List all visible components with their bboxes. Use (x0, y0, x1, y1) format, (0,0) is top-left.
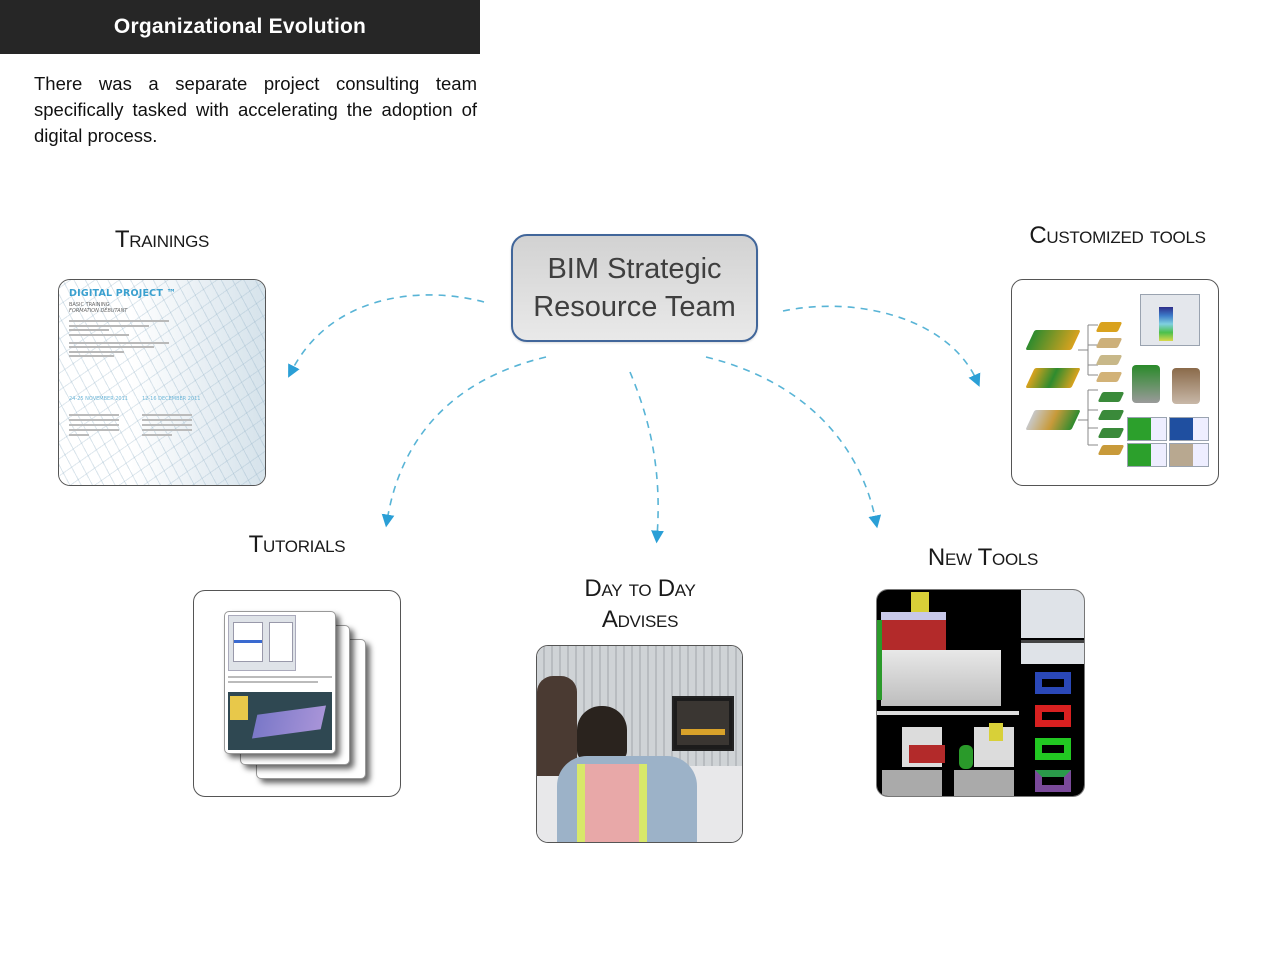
progress-panel (1021, 640, 1084, 664)
tree-connectors (1078, 324, 1098, 446)
flyer-text-lines-fr (69, 341, 169, 357)
flyer-date-1: 24-25 NOVEMBER 2011 (69, 396, 128, 402)
view-bottom-right (949, 715, 1019, 796)
variant-thumbnail (1097, 428, 1125, 438)
bim-strategic-resource-team-node: BIM Strategic Resource Team (511, 234, 758, 342)
variant-thumbnail (1097, 445, 1125, 455)
blue-view (1035, 672, 1071, 694)
trainings-flyer-image: DIGITAL PROJECT ™ BASIC TRAINING FORMATI… (58, 279, 266, 486)
view-bottom-left (877, 715, 947, 796)
arrow-to-customized-tools (782, 305, 981, 387)
arrow-to-tutorials (381, 356, 547, 528)
flyer-text-lines (69, 320, 169, 336)
analysis-thumbnail (1127, 443, 1167, 467)
flyer-calendar-2 (141, 414, 192, 436)
settings-dialog-thumbnail (1140, 294, 1200, 346)
red-view (1035, 705, 1071, 727)
variant-thumbnail (1095, 338, 1123, 348)
person-left (537, 676, 577, 776)
variant-thumbnail (1095, 355, 1123, 365)
new-tools-label: New Tools (927, 544, 1039, 571)
model-thumbnail (1025, 368, 1081, 388)
day-to-day-label: Day to Day Advises (565, 573, 715, 635)
day-to-day-photo (536, 645, 743, 843)
slide-title: Organizational Evolution (113, 15, 367, 38)
arrow-to-new-tools (705, 356, 882, 529)
center-node-line-2: Resource Team (533, 291, 736, 323)
analysis-thumbnail (1169, 417, 1209, 441)
dialog-panel (1021, 590, 1084, 638)
main-3d-view (877, 590, 1019, 708)
arrow-to-trainings (288, 294, 485, 378)
combined-view (1035, 770, 1071, 792)
variant-thumbnail (1095, 372, 1123, 382)
flyer-calendar-1 (69, 414, 119, 436)
trainings-label: Trainings (114, 226, 210, 253)
new-tools-image (876, 589, 1085, 797)
model-3d-brown (1172, 368, 1200, 404)
person-shirt (557, 756, 697, 842)
variant-thumbnail (1095, 322, 1123, 332)
flyer-title: DIGITAL PROJECT ™ (69, 288, 177, 299)
green-view (1035, 738, 1071, 760)
flyer-subtitle-2: FORMATION DÉBUTANT (69, 308, 128, 314)
variant-thumbnail (1097, 392, 1125, 402)
model-thumbnail (1025, 410, 1081, 430)
computer-monitor (672, 696, 734, 751)
slide-title-bar: Organizational Evolution (0, 0, 480, 54)
customized-tools-image (1011, 279, 1219, 486)
flyer-subtitle-1: BASIC TRAINING (69, 302, 110, 308)
day-to-day-label-line-1: Day to Day (584, 575, 696, 602)
tutorial-page-front (224, 611, 336, 754)
flyer-date-2: 12-16 DECEMBER 2011 (141, 396, 201, 402)
person-head (577, 706, 627, 761)
model-thumbnail (1025, 330, 1081, 350)
tutorials-label: Tutorials (248, 531, 346, 558)
variant-thumbnail (1097, 410, 1125, 420)
tutorials-image (193, 590, 401, 797)
intro-paragraph: There was a separate project consulting … (34, 73, 477, 146)
center-node-line-1: BIM Strategic (547, 253, 722, 285)
analysis-thumbnail (1169, 443, 1209, 467)
day-to-day-label-line-2: Advises (601, 606, 679, 633)
model-3d-green (1132, 365, 1160, 403)
customized-tools-label: Customized tools (1029, 222, 1206, 249)
analysis-thumbnail (1127, 417, 1167, 441)
arrow-to-day-to-day (629, 371, 664, 544)
